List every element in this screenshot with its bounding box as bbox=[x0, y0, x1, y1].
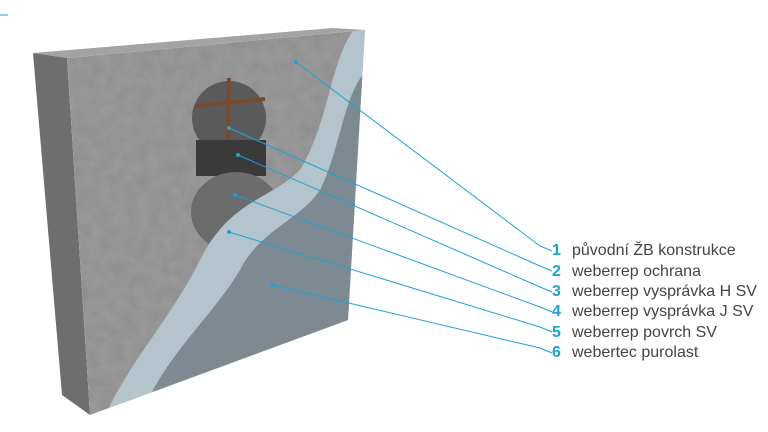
legend-number: 1 bbox=[552, 242, 561, 260]
legend-label: weberrep ochrana bbox=[572, 262, 701, 280]
wall-top-face bbox=[33, 28, 365, 58]
marker-dot-3 bbox=[236, 153, 240, 157]
leader-line-5 bbox=[228, 231, 553, 333]
leader-line-6 bbox=[271, 284, 553, 354]
wall-side-face bbox=[33, 53, 90, 415]
leader-line-1 bbox=[295, 61, 553, 252]
legend-item: 3 weberrep vysprávka H SV bbox=[552, 282, 757, 302]
leader-line-4 bbox=[234, 194, 553, 313]
legend-label: weberrep vysprávka H SV bbox=[572, 282, 757, 300]
legend-label: weberrep vysprávka J SV bbox=[572, 303, 754, 321]
marker-dot-5 bbox=[227, 230, 231, 234]
legend-label: webertec purolast bbox=[572, 344, 699, 362]
marker-dot-6 bbox=[270, 283, 274, 287]
layer-3-patch bbox=[196, 140, 266, 176]
legend-item: 4 weberrep vysprávka J SV bbox=[552, 302, 757, 322]
leader-line-2 bbox=[228, 127, 553, 272]
legend-number: 6 bbox=[552, 344, 561, 362]
marker-dot-4 bbox=[233, 193, 237, 197]
legend-number: 4 bbox=[552, 303, 561, 321]
marker-dot-2 bbox=[227, 126, 231, 130]
legend-item: 1 původní ŽB konstrukce bbox=[552, 241, 757, 261]
legend-item: 2 weberrep ochrana bbox=[552, 261, 757, 281]
legend-item: 5 weberrep povrch SV bbox=[552, 323, 757, 343]
rebar-vertical bbox=[226, 77, 231, 141]
leader-line-3 bbox=[237, 154, 553, 293]
marker-dots bbox=[227, 60, 298, 287]
legend-number: 3 bbox=[552, 282, 561, 300]
legend-label: původní ŽB konstrukce bbox=[572, 242, 736, 260]
legend-number: 5 bbox=[552, 323, 561, 341]
legend-item: 6 webertec purolast bbox=[552, 343, 757, 363]
layer-legend: 1 původní ŽB konstrukce 2 weberrep ochrana… bbox=[552, 241, 757, 363]
marker-dot-1 bbox=[294, 60, 298, 64]
legend-number: 2 bbox=[552, 262, 561, 280]
legend-label: weberrep povrch SV bbox=[572, 323, 717, 341]
leader-lines bbox=[228, 61, 553, 354]
